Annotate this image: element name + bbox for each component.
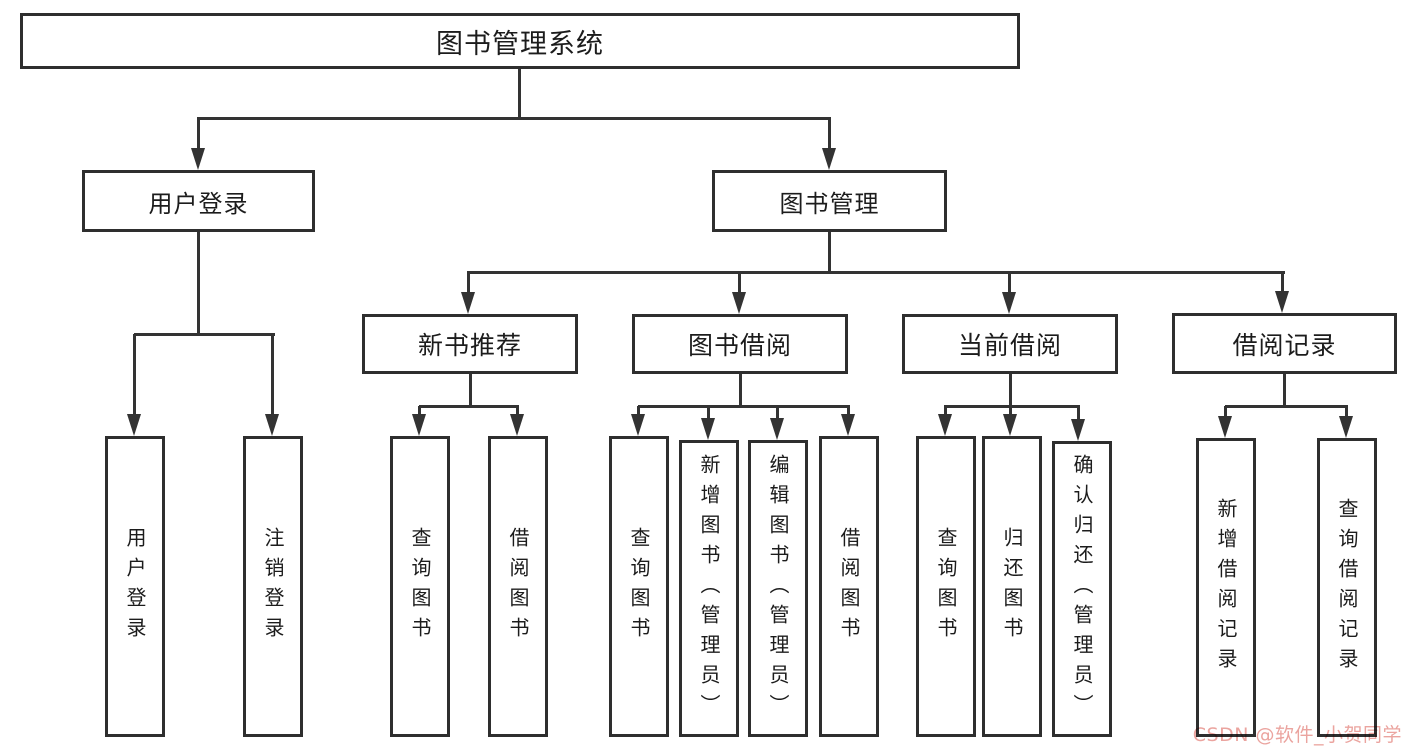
arrowhead-icon bbox=[1339, 416, 1353, 438]
leaf-label: 归还图书 bbox=[1000, 526, 1024, 647]
arrowhead-icon bbox=[1275, 291, 1289, 313]
connector-bar-user-login-group bbox=[134, 333, 275, 336]
leaf-label: 确认归还（管理员） bbox=[1070, 454, 1094, 724]
connector-bar-borrowing-group bbox=[638, 405, 850, 408]
connector-bar-current-group bbox=[944, 405, 1080, 408]
arrowhead-icon bbox=[461, 292, 475, 314]
connector-stem-borrowing-records bbox=[1283, 374, 1286, 408]
leaf-logout: 注销登录 bbox=[243, 436, 303, 737]
arrowhead-icon bbox=[127, 414, 141, 436]
node-label: 当前借阅 bbox=[957, 331, 1062, 360]
arrowhead-icon bbox=[1218, 416, 1232, 438]
arrowhead-icon bbox=[822, 148, 836, 170]
arrow-to-leaf-add-record bbox=[1218, 406, 1232, 438]
arrowhead-icon bbox=[938, 414, 952, 436]
node-borrowing-records: 借阅记录 bbox=[1172, 313, 1397, 374]
connector-stem-new-book bbox=[469, 374, 472, 408]
connector-stem-user-login bbox=[197, 232, 200, 336]
arrow-to-leaf-query-record bbox=[1339, 406, 1353, 438]
leaf-label: 查询图书 bbox=[934, 526, 958, 647]
leaf-label: 查询图书 bbox=[408, 526, 432, 647]
arrowhead-icon bbox=[191, 148, 205, 170]
arrowhead-icon bbox=[732, 292, 746, 314]
arrowhead-icon bbox=[265, 414, 279, 436]
leaf-query-books-borrowing: 查询图书 bbox=[609, 436, 669, 737]
connector-stem-root bbox=[518, 69, 521, 120]
arrow-to-book-borrowing bbox=[732, 271, 746, 314]
leaf-label: 新增借阅记录 bbox=[1214, 497, 1238, 678]
connector-stem-book-borrowing bbox=[739, 374, 742, 408]
arrow-to-leaf-borrow-recommend bbox=[510, 406, 524, 436]
leaf-label: 注销登录 bbox=[261, 526, 285, 647]
arrow-to-book-management bbox=[822, 117, 836, 170]
arrowhead-icon bbox=[412, 414, 426, 436]
arrowhead-icon bbox=[841, 414, 855, 436]
arrow-to-leaf-query-recommend bbox=[412, 406, 426, 436]
leaf-label: 新增图书（管理员） bbox=[697, 453, 721, 724]
node-label: 图书借阅 bbox=[687, 331, 792, 360]
arrow-to-borrowing-records bbox=[1275, 271, 1289, 313]
connector-stem-current-borrowing bbox=[1009, 374, 1012, 408]
arrowhead-icon bbox=[510, 414, 524, 436]
node-label: 图书管理系统 bbox=[436, 28, 604, 60]
leaf-edit-books-admin: 编辑图书（管理员） bbox=[748, 440, 808, 737]
leaf-confirm-return-admin: 确认归还（管理员） bbox=[1052, 441, 1112, 737]
arrow-to-leaf-borrow-borrowing bbox=[841, 406, 855, 436]
node-book-borrowing: 图书借阅 bbox=[632, 314, 848, 374]
node-label: 新书推荐 bbox=[417, 331, 522, 360]
leaf-add-books-admin: 新增图书（管理员） bbox=[679, 440, 739, 737]
node-library-management-system: 图书管理系统 bbox=[20, 13, 1020, 69]
arrow-to-leaf-confirm-return bbox=[1071, 406, 1085, 441]
leaf-label: 查询图书 bbox=[627, 526, 651, 647]
arrow-to-leaf-add-books bbox=[701, 406, 715, 440]
connector-stem-book-management bbox=[828, 232, 831, 273]
leaf-label: 用户登录 bbox=[123, 526, 147, 647]
connector-bar-new-book-group bbox=[419, 405, 519, 408]
node-user-login: 用户登录 bbox=[82, 170, 315, 232]
leaf-query-books-current: 查询图书 bbox=[916, 436, 976, 737]
arrow-to-leaf-logout bbox=[265, 334, 279, 436]
node-book-management: 图书管理 bbox=[712, 170, 947, 232]
arrow-to-leaf-return-books bbox=[1003, 406, 1017, 436]
leaf-return-books: 归还图书 bbox=[982, 436, 1042, 737]
leaf-borrow-books-borrowing: 借阅图书 bbox=[819, 436, 879, 737]
arrow-to-new-book bbox=[461, 271, 475, 314]
arrow-to-leaf-user-login bbox=[127, 334, 141, 436]
leaf-label: 借阅图书 bbox=[506, 526, 530, 647]
node-new-book-recommendation: 新书推荐 bbox=[362, 314, 578, 374]
leaf-query-borrowing-record: 查询借阅记录 bbox=[1317, 438, 1377, 737]
arrow-to-leaf-query-current bbox=[938, 406, 952, 436]
leaf-borrow-books-recommend: 借阅图书 bbox=[488, 436, 548, 737]
arrow-to-leaf-edit-books bbox=[770, 406, 784, 440]
arrowhead-icon bbox=[1003, 414, 1017, 436]
arrow-to-current-borrowing bbox=[1002, 271, 1016, 314]
leaf-label: 查询借阅记录 bbox=[1335, 497, 1359, 678]
arrowhead-icon bbox=[701, 418, 715, 440]
arrowhead-icon bbox=[631, 414, 645, 436]
leaf-query-books-recommend: 查询图书 bbox=[390, 436, 450, 737]
leaf-user-login: 用户登录 bbox=[105, 436, 165, 737]
node-label: 借阅记录 bbox=[1232, 330, 1337, 360]
node-current-borrowing: 当前借阅 bbox=[902, 314, 1118, 374]
arrowhead-icon bbox=[770, 418, 784, 440]
connector-bar-records-group bbox=[1225, 405, 1348, 408]
watermark: CSDN @软件_小贺同学 bbox=[1192, 724, 1402, 746]
leaf-label: 编辑图书（管理员） bbox=[766, 453, 790, 724]
leaf-add-borrowing-record: 新增借阅记录 bbox=[1196, 438, 1256, 737]
node-label: 图书管理 bbox=[779, 189, 880, 218]
connector-bar-level3 bbox=[467, 271, 1285, 274]
node-label: 用户登录 bbox=[148, 189, 249, 218]
arrow-to-user-login bbox=[191, 117, 205, 170]
connector-bar-level2 bbox=[197, 117, 831, 120]
leaf-label: 借阅图书 bbox=[837, 526, 861, 647]
arrowhead-icon bbox=[1071, 419, 1085, 441]
arrow-to-leaf-query-borrowing bbox=[631, 406, 645, 436]
arrowhead-icon bbox=[1002, 292, 1016, 314]
